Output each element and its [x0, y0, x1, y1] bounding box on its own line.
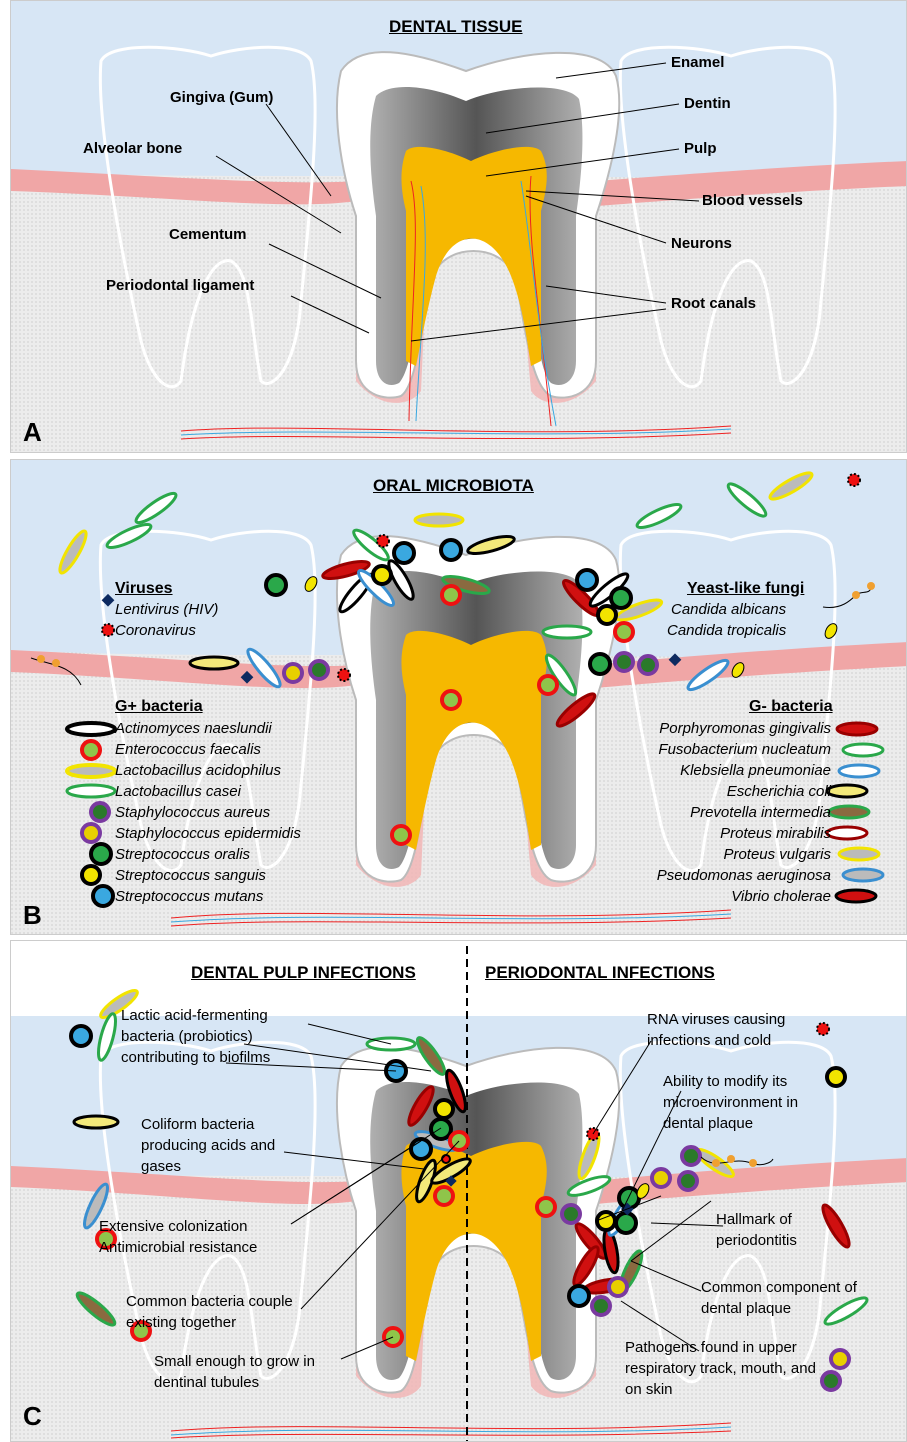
panelB.gpos-item: Lactobacillus casei: [115, 783, 241, 800]
panelB.gpos-item: Streptococcus sanguis: [115, 867, 266, 884]
label-gingiva: Gingiva (Gum): [170, 89, 273, 106]
panelB.gneg-item: Vibrio cholerae: [731, 888, 831, 905]
virus-item-hiv: Lentivirus (HIV): [115, 601, 218, 618]
panel-b: ORAL MICROBIOTA Viruses Lentivirus (HIV)…: [10, 459, 907, 935]
label-alveolar-bone: Alveolar bone: [83, 140, 182, 157]
caption-rna-viruses: RNA viruses causing infections and cold: [647, 1009, 817, 1051]
fungi-item-tropicalis: Candida tropicalis: [667, 622, 786, 639]
label-dentin: Dentin: [684, 95, 731, 112]
periodontal-infections-title: PERIODONTAL INFECTIONS: [485, 963, 715, 983]
panel-a-title: DENTAL TISSUE: [389, 17, 523, 37]
panelB.gpos-item: Staphylococcus aureus: [115, 804, 270, 821]
gneg-heading: G- bacteria: [749, 698, 833, 716]
panelB.gneg-item: Proteus mirabilis: [720, 825, 831, 842]
panelB.gneg-item: Prevotella intermedia: [690, 804, 831, 821]
virus-item-coronavirus: Coronavirus: [115, 622, 196, 639]
panel-a: DENTAL TISSUE Enamel Dentin Pulp Blood v…: [10, 0, 907, 453]
panelB.gpos-item: Streptococcus mutans: [115, 888, 263, 905]
fungi-item-albicans: Candida albicans: [671, 601, 786, 618]
label-periodontal-ligament: Periodontal ligament: [106, 277, 254, 294]
panelB.gpos-item: Actinomyces naeslundii: [115, 720, 272, 737]
caption-coliform: Coliform bacteria producing acids and ga…: [141, 1114, 311, 1177]
panelB.gneg-item: Pseudomonas aeruginosa: [657, 867, 831, 884]
dental-tissue-illustration: [11, 1, 907, 453]
panelB.gpos-item: Enterococcus faecalis: [115, 741, 261, 758]
caption-plaque-component: Common component of dental plaque: [701, 1277, 881, 1319]
caption-hallmark: Hallmark of periodontitis: [716, 1209, 826, 1251]
panelB.gneg-item: Proteus vulgaris: [723, 846, 831, 863]
caption-bacteria-couple: Common bacteria couple existing together: [126, 1291, 326, 1333]
gpos-heading: G+ bacteria: [115, 698, 203, 716]
label-pulp: Pulp: [684, 140, 717, 157]
caption-microenvironment: Ability to modify its microenvironment i…: [663, 1071, 828, 1134]
panelB.gpos-item: Streptococcus oralis: [115, 846, 250, 863]
panelB.gneg-item: Fusobacterium nucleatum: [658, 741, 831, 758]
label-enamel: Enamel: [671, 54, 724, 71]
caption-colonization: Extensive colonization Antimicrobial res…: [99, 1216, 299, 1258]
label-neurons: Neurons: [671, 235, 732, 252]
fungi-heading: Yeast-like fungi: [687, 580, 804, 598]
panel-c: DENTAL PULP INFECTIONS PERIODONTAL INFEC…: [10, 940, 907, 1442]
viruses-heading: Viruses: [115, 580, 173, 598]
label-blood-vessels: Blood vessels: [702, 192, 803, 209]
panel-c-letter: C: [23, 1401, 42, 1432]
pulp-infections-title: DENTAL PULP INFECTIONS: [191, 963, 416, 983]
panel-b-letter: B: [23, 900, 42, 931]
caption-upper-respiratory: Pathogens found in upper respiratory tra…: [625, 1337, 830, 1400]
label-root-canals: Root canals: [671, 295, 756, 312]
panelB.gneg-item: Porphyromonas gingivalis: [659, 720, 831, 737]
caption-lactic-acid: Lactic acid-fermenting bacteria (probiot…: [121, 1005, 321, 1068]
panelB.gneg-item: Klebsiella pneumoniae: [680, 762, 831, 779]
panelB.gpos-item: Staphylococcus epidermidis: [115, 825, 301, 842]
panel-a-letter: A: [23, 417, 42, 448]
panelB.gneg-item: Escherichia coli: [727, 783, 831, 800]
panel-b-title: ORAL MICROBIOTA: [373, 476, 534, 496]
label-cementum: Cementum: [169, 226, 247, 243]
panelB.gpos-item: Lactobacillus acidophilus: [115, 762, 281, 779]
caption-dentinal-tubules: Small enough to grow in dentinal tubules: [154, 1351, 334, 1393]
